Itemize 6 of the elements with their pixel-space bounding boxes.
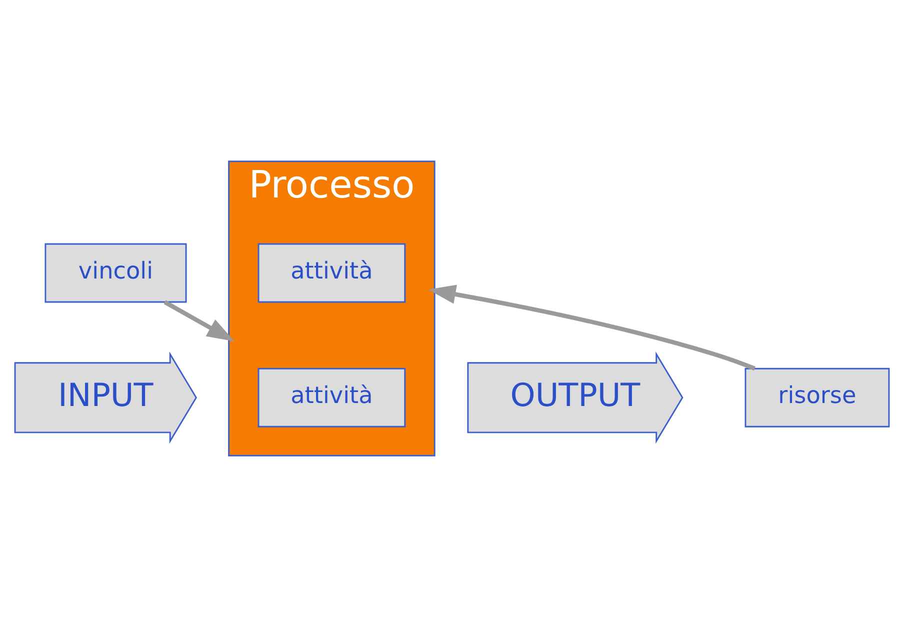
node-box: risorse: [744, 368, 890, 428]
arrow: [164, 300, 235, 342]
node-box: vincoli: [44, 243, 187, 303]
arrow: [428, 284, 756, 371]
node-box: attività: [258, 368, 406, 428]
node-box: attività: [258, 243, 406, 303]
